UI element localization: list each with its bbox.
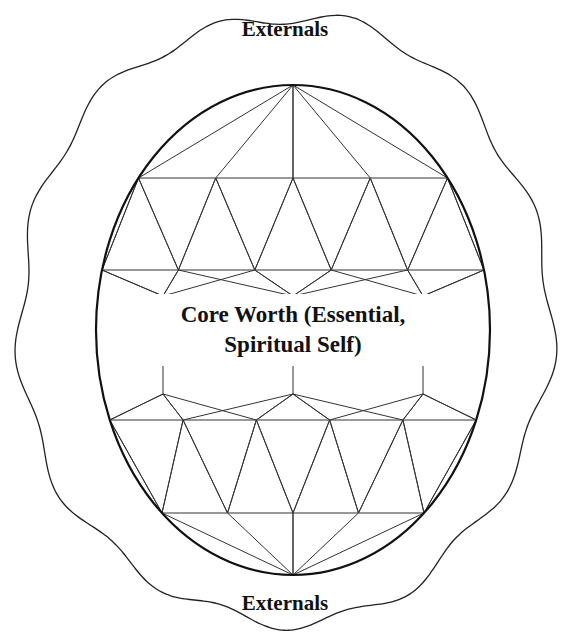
facet-line [358, 420, 402, 513]
facet-line [255, 270, 293, 296]
facet-line [358, 420, 402, 513]
core-circle [96, 85, 490, 575]
facet-line [293, 270, 331, 296]
facet-line [102, 178, 138, 270]
facet-line [293, 178, 331, 270]
facet-line [293, 85, 448, 178]
facet-line [138, 178, 178, 270]
facet-line [216, 178, 255, 270]
facet-line [293, 178, 331, 270]
facet-line [216, 178, 255, 270]
facet-line [162, 420, 183, 513]
facet-line [408, 270, 423, 296]
facet-line [403, 420, 424, 513]
facet-line [330, 420, 359, 513]
facet-line [408, 178, 448, 270]
facet-line [102, 178, 138, 270]
facet-line [293, 513, 294, 575]
facet-line [370, 178, 407, 270]
facet-line [183, 420, 227, 513]
facet-line [178, 270, 293, 296]
facet-line [256, 420, 293, 513]
facet-line [163, 394, 183, 420]
facet-line [256, 394, 293, 420]
facet-line [403, 420, 424, 513]
facet-line [330, 420, 359, 513]
facet-line [293, 270, 408, 296]
facet-line [228, 420, 257, 513]
facet-line [255, 178, 293, 270]
geodesic-facets [102, 85, 484, 575]
facet-line [403, 394, 423, 420]
facet-line [162, 513, 293, 575]
facet-line [293, 394, 403, 420]
facet-line [163, 394, 256, 420]
facet-line [423, 394, 476, 420]
facet-line [424, 420, 476, 513]
facet-line [331, 178, 370, 270]
facet-line [138, 178, 178, 270]
facet-line [424, 420, 476, 513]
facet-line [423, 270, 484, 296]
facet-line [256, 420, 293, 513]
facet-line [178, 178, 215, 270]
facet-line [102, 270, 163, 296]
region-label: Externals [238, 16, 332, 43]
facet-line [110, 420, 162, 513]
facet-line [408, 178, 448, 270]
facet-line [178, 178, 215, 270]
facet-line [293, 420, 330, 513]
facet-line [228, 420, 257, 513]
facet-line [423, 394, 476, 420]
facet-line [293, 85, 294, 178]
facet-line [183, 420, 227, 513]
facet-line [163, 394, 183, 420]
facet-line [183, 394, 293, 420]
facet-line [110, 394, 163, 420]
facet-line [448, 178, 484, 270]
region-label: Externals [238, 590, 332, 617]
facet-line [163, 270, 178, 296]
facet-line [255, 270, 293, 296]
facet-line [293, 513, 424, 575]
facet-line [162, 420, 183, 513]
externals-boundary [15, 15, 557, 630]
facet-line [163, 270, 255, 296]
facet-line [110, 394, 163, 420]
core-worth-sphere: Core Worth (Essential, Spiritual Self) [95, 84, 491, 576]
facet-line [403, 394, 423, 420]
facet-line [370, 178, 407, 270]
facet-line [110, 420, 162, 513]
facet-line [102, 270, 163, 296]
facet-line [448, 178, 484, 270]
facet-line [293, 513, 294, 575]
core-label: Core Worth (Essential, Spiritual Self) [138, 294, 448, 366]
facet-line [293, 420, 330, 513]
facet-line [331, 178, 370, 270]
facet-line [255, 178, 293, 270]
facet-line [408, 270, 423, 296]
facet-line [102, 270, 484, 271]
facet-line [110, 420, 476, 421]
facet-line [138, 85, 293, 178]
facet-line [293, 85, 294, 178]
facet-line [331, 270, 423, 296]
facet-line [330, 394, 423, 420]
facet-line [423, 270, 484, 296]
